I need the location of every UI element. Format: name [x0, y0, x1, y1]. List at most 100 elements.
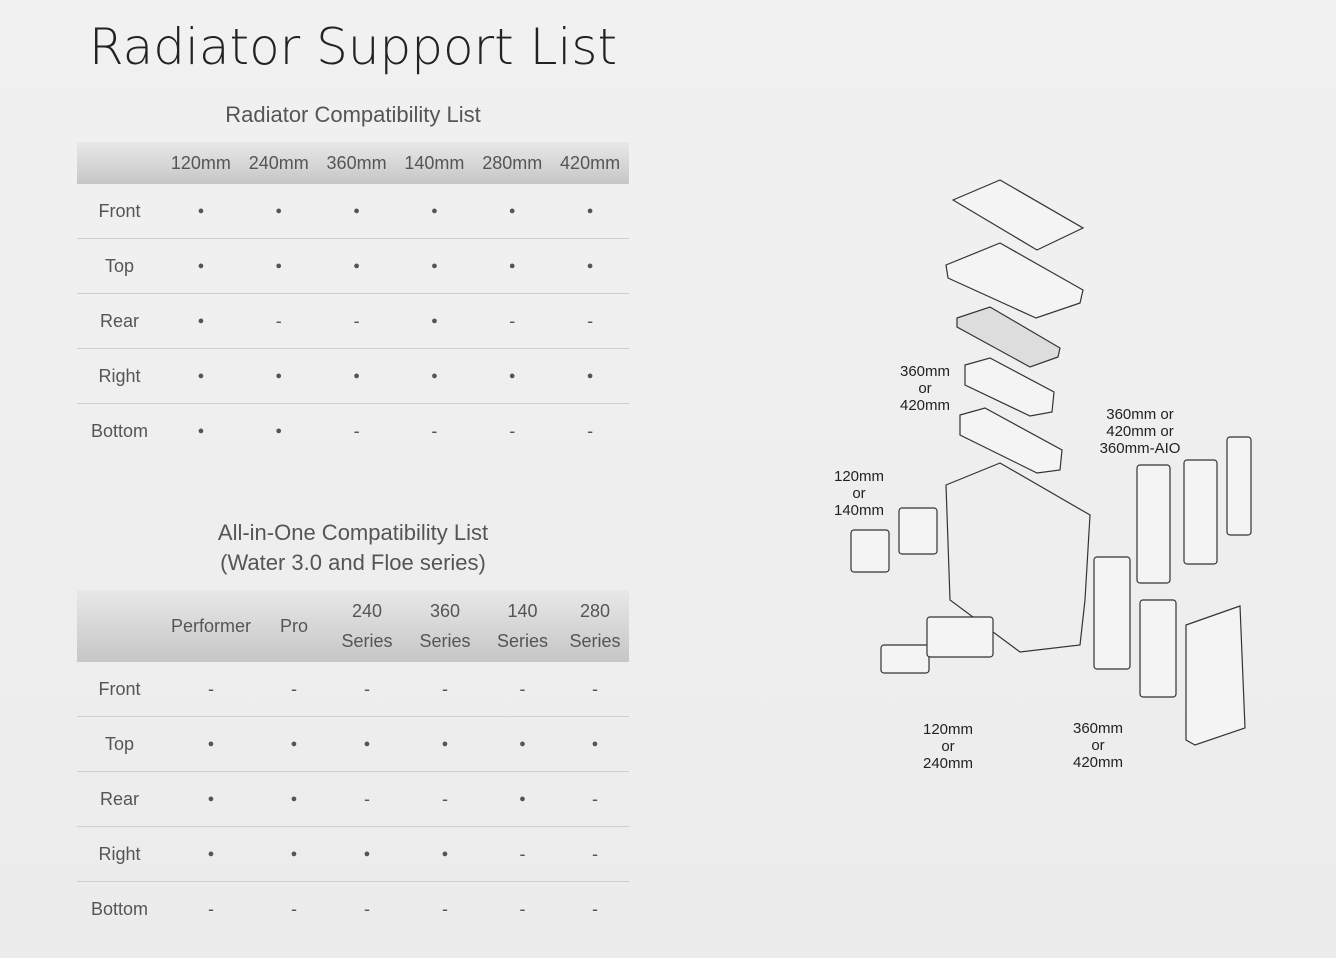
unsupported-dash: -	[587, 420, 594, 441]
side-radiator-3	[1226, 436, 1252, 536]
table-row: Bottom------	[77, 882, 629, 937]
bottom-radiator-1	[880, 644, 930, 674]
column-header-line: 280	[579, 601, 611, 621]
row-label: Rear	[77, 293, 162, 349]
column-header-line: 140	[507, 601, 538, 621]
column-header-line: Pro	[279, 616, 308, 636]
unsupported-dash: -	[484, 826, 561, 882]
row-label: Front	[77, 662, 162, 717]
unsupported-dash: -	[328, 662, 406, 717]
table-row: Top●●●●●●	[77, 716, 629, 772]
supported-dot: ●	[395, 184, 474, 239]
unsupported-dash: -	[291, 898, 297, 919]
unsupported-dash: -	[592, 898, 598, 919]
unsupported-dash: -	[260, 662, 328, 717]
column-header: 420mm	[551, 142, 629, 184]
supported-dot: ●	[162, 771, 260, 827]
column-header: Pro	[260, 590, 328, 662]
page-title: Radiator Support List	[88, 18, 618, 76]
supported-dot: ●	[317, 238, 396, 294]
supported-dot: ●	[406, 826, 484, 882]
column-header-line: 360	[429, 601, 461, 621]
unsupported-dash: -	[561, 662, 629, 717]
row-label: Top	[77, 238, 162, 294]
supported-dot: ●	[317, 184, 396, 239]
unsupported-dash: -	[484, 662, 561, 717]
column-header-line: Performer	[170, 616, 251, 636]
table-row: Bottom●●----	[77, 404, 629, 459]
column-header: 360mm	[317, 142, 396, 184]
supported-dot: ●	[551, 238, 629, 294]
unsupported-dash: -	[239, 293, 318, 349]
row-label: Top	[77, 716, 162, 772]
table-row: Top●●●●●●	[77, 238, 629, 294]
supported-dot: ●	[395, 293, 474, 349]
supported-dot: ●	[395, 348, 474, 404]
unsupported-dash: -	[328, 771, 406, 827]
column-header: 120mm	[162, 142, 240, 184]
unsupported-dash: -	[561, 826, 629, 882]
supported-dot: ●	[162, 184, 240, 239]
table-row: Rear●●--●-	[77, 771, 629, 827]
side-radiator-1	[1136, 464, 1171, 584]
row-label: Right	[77, 826, 162, 882]
supported-dot: ●	[260, 826, 328, 882]
rear-radiator-2	[898, 507, 938, 555]
unsupported-dash: -	[442, 898, 448, 919]
front-panel	[1185, 605, 1246, 746]
column-header: 140mm	[395, 142, 474, 184]
unsupported-dash: -	[551, 293, 629, 349]
bottom-radiator-2	[926, 616, 994, 658]
supported-dot: ●	[561, 716, 629, 772]
supported-dot: ●	[239, 184, 318, 239]
unsupported-dash: -	[162, 662, 260, 717]
top-radiator-2	[959, 407, 1063, 474]
column-header-line: Series	[341, 631, 393, 651]
table-row: Front●●●●●●	[77, 184, 629, 239]
table-row: Right●●●●●●	[77, 348, 629, 404]
top-cover	[945, 242, 1084, 319]
unsupported-dash: -	[353, 420, 360, 441]
supported-dot: ●	[484, 716, 561, 772]
column-header-line: Series	[419, 631, 471, 651]
dust-filter	[956, 306, 1061, 368]
supported-dot: ●	[162, 826, 260, 882]
table-row: Rear●--●--	[77, 293, 629, 349]
row-label: Right	[77, 348, 162, 404]
unsupported-dash: -	[473, 293, 552, 349]
supported-dot: ●	[239, 348, 318, 404]
front-radiator-2	[1139, 599, 1177, 698]
unsupported-dash: -	[364, 898, 370, 919]
supported-dot: ●	[239, 238, 318, 294]
supported-dot: ●	[197, 425, 205, 437]
unsupported-dash: -	[431, 420, 438, 441]
table-row: Front------	[77, 662, 629, 717]
column-header-line: Series	[569, 631, 621, 651]
supported-dot: ●	[395, 238, 474, 294]
side-panel-top	[951, 179, 1085, 251]
unsupported-dash: -	[208, 898, 214, 919]
supported-dot: ●	[162, 238, 240, 294]
row-label: Bottom	[90, 898, 149, 919]
table-row: Right●●●●--	[77, 826, 629, 882]
supported-dot: ●	[406, 716, 484, 772]
column-header: 280mm	[473, 142, 552, 184]
supported-dot: ●	[473, 348, 552, 404]
row-label: Rear	[77, 771, 162, 827]
unsupported-dash: -	[406, 771, 484, 827]
row-label: Bottom	[90, 420, 149, 441]
front-radiator-1	[1093, 556, 1131, 670]
aio-heading-line1: All-in-One Compatibility List	[217, 520, 489, 545]
unsupported-dash: -	[561, 771, 629, 827]
unsupported-dash: -	[509, 420, 516, 441]
